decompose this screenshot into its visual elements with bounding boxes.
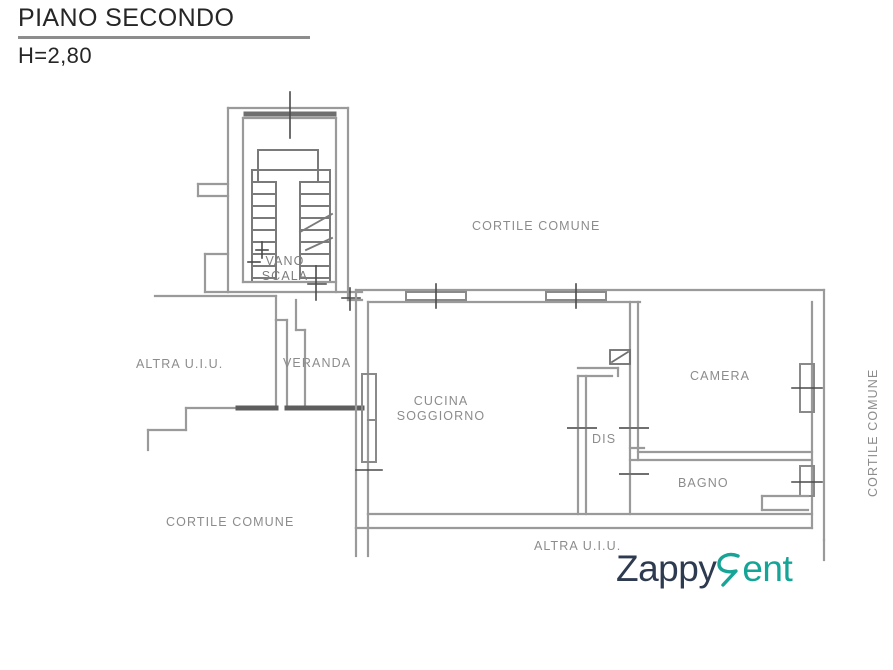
room-label-bagno: BAGNO: [678, 476, 729, 490]
window-openings-top: [405, 283, 607, 309]
area-label-cortile-comune-bottom: CORTILE COMUNE: [166, 515, 295, 529]
floor-height-label: H=2,80: [18, 43, 92, 68]
door-swing-icon: [609, 349, 631, 365]
area-label-altra-uiu-left: ALTRA U.I.U.: [136, 357, 224, 371]
interior-partitions: [576, 300, 814, 516]
area-label-altra-uiu-bottom: ALTRA U.I.U.: [534, 539, 622, 553]
page-title: PIANO SECONDO: [18, 4, 235, 32]
title-divider: [18, 36, 310, 39]
room-label-vano-scala: VANO SCALA: [261, 254, 309, 283]
door-opening-marks: [567, 427, 649, 475]
lower-boundary-walls: [354, 512, 370, 558]
logo-word-zappy: Zappy: [616, 548, 717, 589]
window-openings-right: [791, 363, 823, 497]
room-label-dis: DIS: [592, 432, 617, 446]
zappyrent-logo: Zappy ent: [616, 548, 793, 590]
veranda-walls: [146, 294, 307, 452]
stairwell-structure: [196, 106, 364, 302]
logo-r-icon: [717, 552, 741, 587]
area-label-cortile-comune-right: CORTILE COMUNE: [866, 368, 880, 497]
room-label-veranda: VERANDA: [283, 356, 352, 370]
logo-word-rent: ent: [742, 548, 793, 589]
window-openings-left: [355, 373, 383, 471]
stair-treads: [251, 149, 334, 281]
room-label-camera: CAMERA: [690, 369, 751, 383]
room-label-cucina-soggiorno: CUCINA SOGGIORNO: [396, 394, 486, 423]
apartment-outer-walls: [354, 288, 826, 542]
zappyrent-logo-text: Zappy ent: [616, 548, 793, 590]
area-label-cortile-comune-top: CORTILE COMUNE: [472, 219, 601, 233]
title-block: PIANO SECONDO H=2,80: [18, 2, 328, 70]
